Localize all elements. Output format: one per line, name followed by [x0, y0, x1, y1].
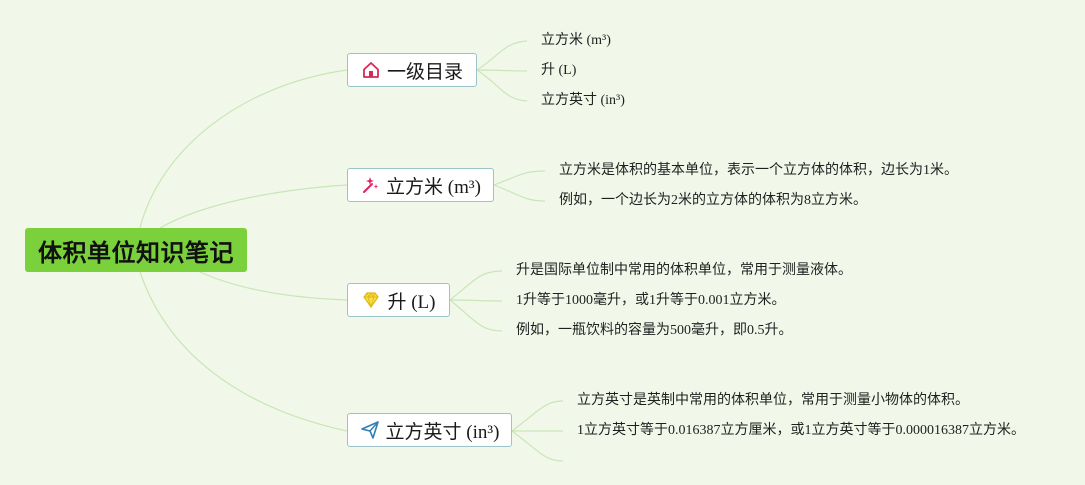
- branch-topic-2[interactable]: 立方米 (m³): [347, 168, 494, 202]
- connector-b3-leaf-1: [449, 270, 503, 301]
- branch-topic-3-label: 升 (L): [387, 291, 436, 313]
- branch-3-leaf-3[interactable]: 例如，一瓶饮料的容量为500毫升，即0.5升。: [516, 323, 793, 338]
- connector-b1-leaf-3: [476, 69, 528, 102]
- branch-topic-2-label: 立方米 (m³): [386, 176, 481, 198]
- connector-b4-leaf-1: [511, 400, 564, 432]
- connector-b1-leaf-1: [476, 40, 528, 71]
- branch-1-leaf-1[interactable]: 立方米 (m³): [541, 33, 611, 48]
- magic-wand-sparkle-icon: [360, 175, 380, 195]
- branch-3-leaf-2[interactable]: 1升等于1000毫升，或1升等于0.001立方米。: [516, 293, 786, 308]
- root-topic[interactable]: 体积单位知识笔记: [25, 228, 247, 272]
- connector-b3-leaf-3: [449, 299, 503, 332]
- branch-topic-4[interactable]: 立方英寸 (in³): [347, 413, 512, 447]
- connector-root-branch-3: [199, 271, 348, 301]
- branch-2-leaf-2[interactable]: 例如，一个边长为2米的立方体的体积为8立方米。: [559, 193, 867, 208]
- branch-topic-1-label: 一级目录: [386, 61, 463, 83]
- connector-root-branch-1: [139, 69, 348, 229]
- connector-root-branch-2: [159, 184, 348, 229]
- connector-root-branch-4: [139, 271, 348, 432]
- connector-b1-leaf-2: [476, 69, 528, 72]
- branch-3-leaf-1[interactable]: 升是国际单位制中常用的体积单位，常用于测量液体。: [516, 263, 852, 278]
- connector-b4-leaf-3: [511, 430, 564, 462]
- branch-1-leaf-3[interactable]: 立方英寸 (in³): [541, 93, 625, 108]
- branch-2-leaf-1[interactable]: 立方米是体积的基本单位，表示一个立方体的体积，边长为1米。: [559, 163, 958, 178]
- house-icon: [361, 60, 381, 80]
- connector-b3-leaf-2: [449, 299, 503, 302]
- branch-topic-3[interactable]: 升 (L): [347, 283, 450, 317]
- branch-4-leaf-1[interactable]: 立方英寸是英制中常用的体积单位，常用于测量小物体的体积。: [577, 393, 969, 408]
- connector-b2-leaf-1: [493, 170, 546, 186]
- paper-plane-icon: [360, 420, 380, 440]
- root-topic-label: 体积单位知识笔记: [38, 238, 234, 267]
- branch-topic-1[interactable]: 一级目录: [347, 53, 477, 87]
- branch-4-leaf-2[interactable]: 1立方英寸等于0.016387立方厘米，或1立方英寸等于0.000016387立…: [577, 423, 1025, 438]
- branch-1-leaf-2[interactable]: 升 (L): [541, 63, 577, 78]
- connector-b2-leaf-2: [493, 184, 546, 202]
- diamond-icon: [361, 290, 381, 310]
- branch-topic-4-label: 立方英寸 (in³): [385, 421, 500, 443]
